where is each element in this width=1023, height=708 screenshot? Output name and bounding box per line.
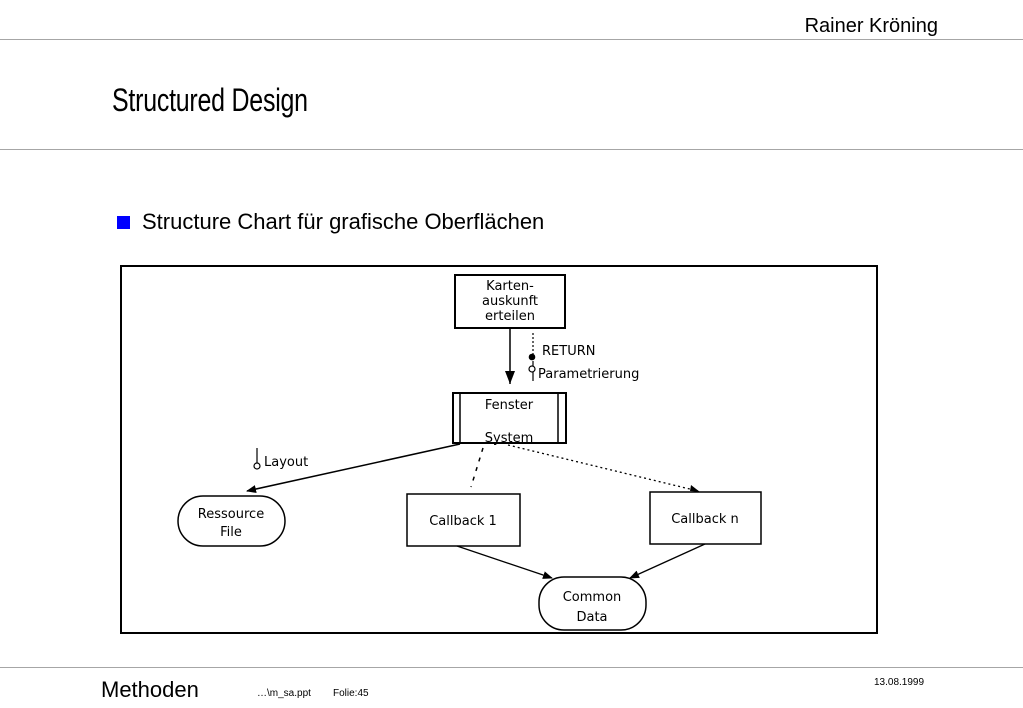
store-ressource-line-1: Ressource	[198, 507, 264, 522]
couple-layout: Layout	[253, 448, 308, 470]
structure-chart-diagram: Karten- auskunft erteilen RETURN Paramet…	[120, 265, 878, 634]
footer-divider	[0, 667, 1023, 668]
call-arrowhead-top	[505, 371, 515, 384]
couple-layout-label: Layout	[264, 455, 308, 470]
module-karten-line-2: auskunft	[482, 294, 538, 309]
footer-date: 13.08.1999	[874, 677, 925, 688]
module-callback-n-label: Callback n	[671, 512, 739, 527]
title-divider	[0, 149, 1023, 150]
slide-title: Structured Design	[112, 82, 308, 118]
link-fenster-ressource	[246, 443, 461, 493]
store-common-line-1: Common	[563, 590, 622, 605]
module-fenster-line-2: System	[485, 431, 533, 446]
module-karten-line-1: Karten-	[486, 279, 534, 294]
author-name: Rainer Kröning	[804, 15, 938, 37]
store-ressource-line-2: File	[220, 525, 242, 540]
module-callback-1-label: Callback 1	[429, 514, 497, 529]
couple-param-label: Parametrierung	[538, 367, 639, 382]
module-callback-n: Callback n	[649, 491, 762, 545]
couple-return-label: RETURN	[542, 344, 595, 359]
bullet-square-icon	[117, 215, 130, 229]
store-common-data: Common Data	[538, 576, 647, 631]
module-callback-1: Callback 1	[406, 493, 521, 547]
module-karten-line-3: erteilen	[485, 309, 535, 324]
bullet-item: Structure Chart für grafische Oberfläche…	[117, 209, 544, 235]
link-callbackn-common	[629, 543, 706, 579]
store-common-line-2: Data	[576, 610, 607, 625]
header-divider	[0, 39, 1023, 40]
link-callback1-common	[456, 545, 553, 579]
footer-filename: …\m_sa.ppt	[257, 688, 311, 699]
couple-return: RETURN	[528, 333, 595, 361]
store-ressource-file: Ressource File	[177, 495, 286, 547]
bullet-text: Structure Chart für grafische Oberfläche…	[142, 209, 545, 234]
footer-section: Methoden	[101, 677, 199, 702]
couple-parametrierung: Parametrierung	[528, 361, 639, 382]
footer-slide-number: Folie:45	[333, 688, 369, 699]
module-karten-auskunft: Karten- auskunft erteilen	[454, 274, 566, 329]
module-fenster-system: Fenster System	[452, 392, 567, 446]
link-fenster-callback1	[470, 447, 484, 488]
module-fenster-line-1: Fenster	[485, 398, 534, 413]
